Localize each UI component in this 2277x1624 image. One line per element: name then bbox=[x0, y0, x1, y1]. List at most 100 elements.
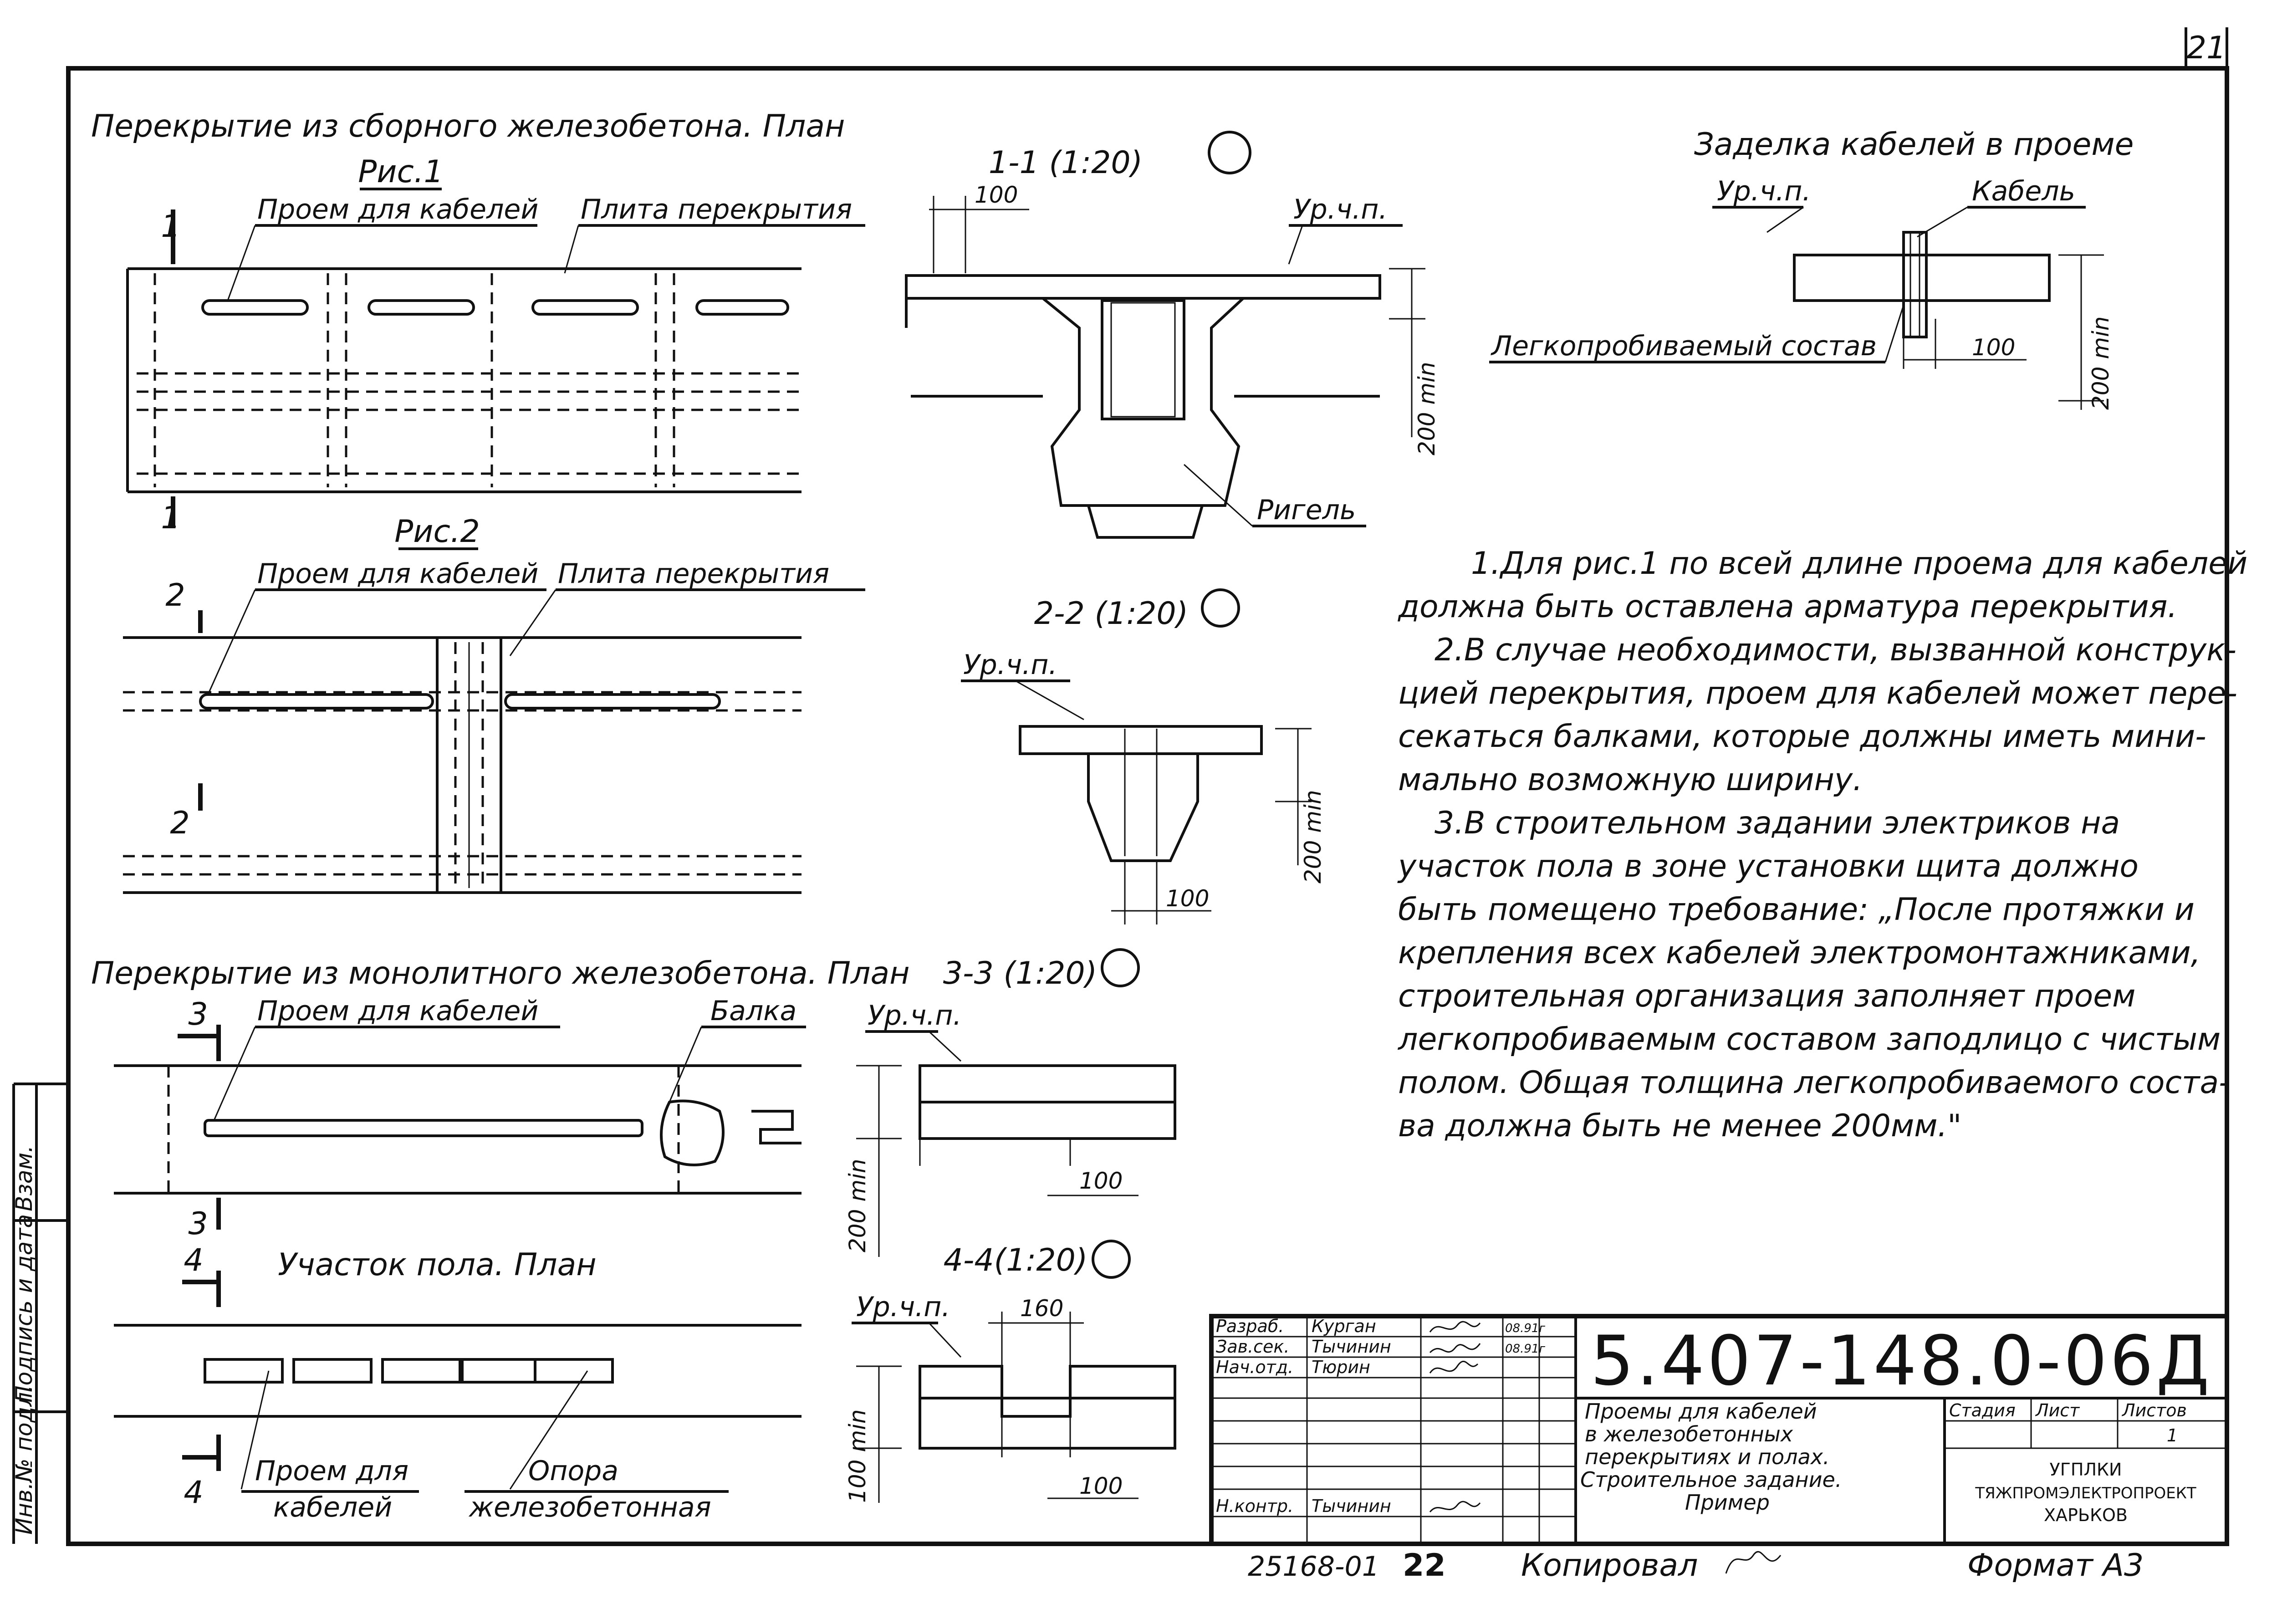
title-block: Разраб. Курган 08.91г Зав.сек. Тычинин 0… bbox=[1209, 1314, 2229, 1546]
footer-copied: Копировал bbox=[1521, 1547, 1698, 1583]
s4-dim-height: 100 min bbox=[844, 1409, 871, 1503]
monolithic-opening-label: Проем для кабелей bbox=[257, 995, 538, 1027]
monolithic-heading: Перекрытие из монолитного железобетона. … bbox=[91, 955, 910, 991]
tb-desc-5: Пример bbox=[1685, 1490, 1770, 1515]
precast-plan-fig1: Перекрытие из сборного железобетона. Пла… bbox=[91, 108, 865, 536]
floor-support-label-2: железобетонная bbox=[468, 1491, 711, 1523]
note-line: мально возможную ширину. bbox=[1398, 762, 1863, 798]
floor-cut-top: 4 bbox=[184, 1242, 203, 1278]
floor-cut-bottom: 4 bbox=[184, 1475, 203, 1511]
monolithic-cut-bottom: 3 bbox=[188, 1206, 208, 1242]
floor-opening-label-1: Проем для bbox=[255, 1455, 408, 1487]
tb-desc-1: Проемы для кабелей bbox=[1585, 1399, 1817, 1424]
tb-col-sheet: Лист bbox=[2035, 1400, 2080, 1420]
note-line: строительная организация заполняет проем bbox=[1398, 978, 2135, 1014]
side-sign-label: Подпись и дата bbox=[11, 1214, 37, 1403]
sealing-title: Заделка кабелей в проеме bbox=[1694, 127, 2134, 163]
s2-dim-bottom: 100 bbox=[1166, 885, 1209, 912]
sealing-filler-label: Легкопробиваемый состав bbox=[1491, 330, 1877, 362]
tb-role-3: Нач.отд. bbox=[1216, 1357, 1293, 1377]
side-inv-label: Инв.№ подл. bbox=[11, 1385, 37, 1535]
s1-title: 1-1 (1:20) bbox=[989, 145, 1143, 181]
tb-name-2: Тычинин bbox=[1312, 1337, 1391, 1357]
fig2-cut-bottom: 2 bbox=[170, 805, 189, 841]
sealing-dim-width: 100 bbox=[1972, 334, 2015, 361]
sheet-frame: 21 bbox=[66, 27, 2229, 1546]
fig2-slab-label: Плита перекрытия bbox=[558, 558, 829, 590]
tb-desc-4: Строительное задание. bbox=[1580, 1467, 1842, 1492]
fig1-opening-label: Проем для кабелей bbox=[257, 194, 538, 225]
copier-signature-mark bbox=[1725, 1551, 1782, 1574]
fig1-cut-bottom: 1 bbox=[161, 500, 180, 536]
s1-floor-level: Ур.ч.п. bbox=[1293, 194, 1388, 225]
s2-dim-height: 200 min bbox=[1300, 790, 1326, 883]
sealing-dim-height: 200 min bbox=[2088, 316, 2114, 410]
side-strip: Инв.№ подл. Подпись и дата Взам. bbox=[11, 1083, 68, 1544]
monolithic-beam-label: Балка bbox=[710, 995, 796, 1027]
fig2-cut-top: 2 bbox=[165, 577, 185, 613]
s4-dim-bottom: 100 bbox=[1079, 1473, 1123, 1499]
note-line: участок пола в зоне установки щита должн… bbox=[1397, 848, 2139, 884]
note-line: полом. Общая толщина легкопробиваемого с… bbox=[1398, 1065, 2230, 1101]
fig1-slab-label: Плита перекрытия bbox=[581, 194, 852, 225]
section-3-3: 3-3 (1:20) Ур.ч.п. 100 200 min bbox=[844, 948, 1176, 1257]
s4-title: 4-4(1:20) bbox=[944, 1242, 1088, 1278]
note-line: ва должна быть не менее 200мм." bbox=[1398, 1108, 1961, 1144]
doc-code: 5.407-148.0-06Д bbox=[1590, 1322, 2212, 1401]
tb-col-sheets: Листов bbox=[2121, 1400, 2187, 1420]
tb-date-2: 08.91г bbox=[1505, 1342, 1545, 1356]
tb-col-stage: Стадия bbox=[1949, 1400, 2016, 1420]
sealing-detail: Заделка кабелей в проеме Ур.ч.п. Кабель … bbox=[1489, 127, 2134, 410]
note-line: цией перекрытия, проем для кабелей может… bbox=[1398, 675, 2237, 711]
note-line: 3.В строительном задании электриков на bbox=[1435, 805, 2120, 841]
s1-dim-top: 100 bbox=[975, 182, 1018, 208]
fig1-cut-top: 1 bbox=[161, 209, 180, 245]
monolithic-cut-top: 3 bbox=[188, 996, 208, 1032]
footer-format: Формат А3 bbox=[1967, 1547, 2144, 1583]
tb-role-1: Разраб. bbox=[1216, 1316, 1284, 1336]
signature-mark bbox=[1429, 1360, 1479, 1374]
s1-girder-label: Ригель bbox=[1257, 494, 1356, 526]
tb-date-1: 08.91г bbox=[1505, 1322, 1545, 1335]
s3-floor-level: Ур.ч.п. bbox=[868, 1000, 962, 1032]
tb-role-4: Н.контр. bbox=[1216, 1496, 1293, 1516]
floor-support-label-1: Опора bbox=[528, 1455, 618, 1487]
s4-floor-level: Ур.ч.п. bbox=[856, 1291, 950, 1323]
footer: 25168-01 22 Копировал Формат А3 bbox=[1248, 1547, 2144, 1583]
precast-heading: Перекрытие из сборного железобетона. Пла… bbox=[91, 108, 845, 144]
note-line: 1.Для рис.1 по всей длине проема для каб… bbox=[1471, 546, 2247, 582]
section-2-2: 2-2 (1:20) Ур.ч.п. 100 200 min bbox=[961, 588, 1326, 924]
note-line: легкопробиваемым составом заподлицо с чи… bbox=[1397, 1021, 2221, 1057]
notes: 1.Для рис.1 по всей длине проема для каб… bbox=[1397, 546, 2247, 1144]
tb-role-2: Зав.сек. bbox=[1216, 1337, 1289, 1357]
tb-desc-3: перекрытиях и полах. bbox=[1585, 1445, 1830, 1469]
floor-heading: Участок пола. План bbox=[278, 1247, 597, 1283]
fig2-title: Рис.2 bbox=[394, 514, 480, 550]
s3-dim-height: 200 min bbox=[844, 1159, 871, 1252]
note-line: 2.В случае необходимости, вызванной конс… bbox=[1435, 632, 2236, 668]
tb-org-1: УГПЛКИ bbox=[2050, 1460, 2122, 1480]
signature-mark bbox=[1429, 1343, 1481, 1353]
tb-name-4: Тычинин bbox=[1312, 1496, 1391, 1516]
footer-archive: 25168-01 bbox=[1248, 1551, 1379, 1583]
sheet-number: 21 bbox=[2187, 30, 2226, 66]
side-replace-label: Взам. bbox=[11, 1145, 37, 1211]
signature-mark bbox=[1429, 1501, 1481, 1512]
sealing-cable-label: Кабель bbox=[1972, 175, 2075, 207]
section-1-1: 1-1 (1:20) 100 Ур.ч.п. 200 min Ригель bbox=[905, 131, 1440, 539]
sealing-floor-level: Ур.ч.п. bbox=[1717, 175, 1811, 207]
note-line: должна быть оставлена арматура перекрыти… bbox=[1398, 589, 2177, 625]
fig1-title: Рис.1 bbox=[358, 154, 443, 190]
tb-name-3: Тюрин bbox=[1312, 1357, 1370, 1377]
note-line: секаться балками, которые должны иметь м… bbox=[1398, 719, 2206, 755]
tb-desc-2: в железобетонных bbox=[1585, 1422, 1793, 1446]
monolithic-plan: Перекрытие из монолитного железобетона. … bbox=[91, 955, 910, 1242]
note-line: быть помещено требование: „После протяжк… bbox=[1398, 892, 2195, 928]
section-4-4: 4-4(1:20) Ур.ч.п. 160 100 100 min bbox=[844, 1240, 1176, 1503]
tb-org-2: ТЯЖПРОМЭЛЕКТРОПРОЕКТ bbox=[1975, 1484, 2196, 1502]
note-line: крепления всех кабелей электромонтажника… bbox=[1398, 935, 2200, 971]
s3-title: 3-3 (1:20) bbox=[943, 955, 1097, 991]
s3-dim-bottom: 100 bbox=[1079, 1168, 1123, 1194]
fig2-opening-label: Проем для кабелей bbox=[257, 558, 538, 590]
